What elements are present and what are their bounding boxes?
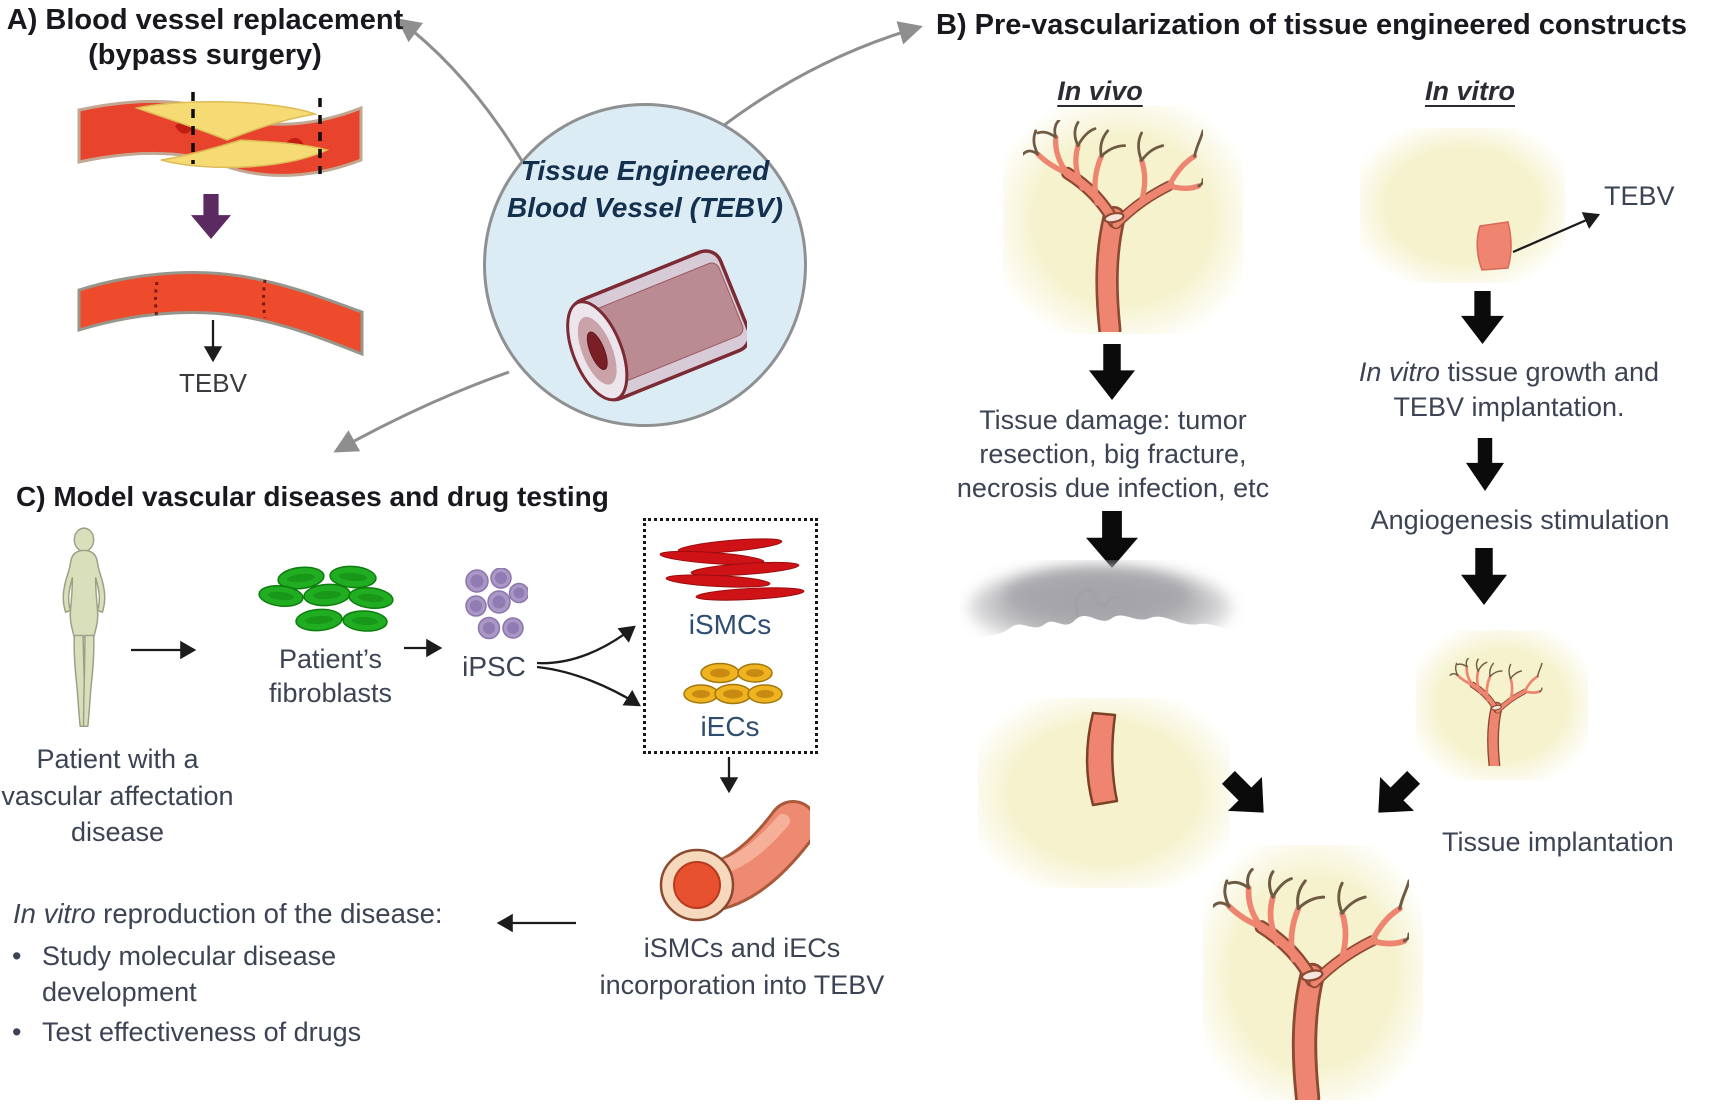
implanted-vessel-tree-illustration (1213, 858, 1409, 1100)
arrow-ipsc-to-ismcs (536, 625, 636, 665)
tissue-damage-text: Tissue damage: tumor resection, big frac… (950, 403, 1276, 505)
tebv-block-illustration (1476, 221, 1512, 271)
invitro-glow-background (1360, 128, 1565, 283)
invitro-growth-italic: In vitro (1358, 357, 1440, 387)
fibroblast-cells-illustration (258, 565, 394, 632)
patient-figure-illustration (62, 527, 106, 728)
iecs-label: iECs (700, 711, 760, 742)
tissue-damage-line2: resection, big fracture, (979, 439, 1247, 469)
reproduction-heading: In vitro reproduction of the disease: (13, 897, 443, 931)
section-a-title-line1: A) Blood vessel replacement (6, 4, 404, 36)
patient-label: Patient with a vascular affectation dise… (0, 741, 235, 851)
reproduction-heading-rest: reproduction of the disease: (95, 898, 443, 929)
tebv-center-circle (483, 103, 807, 427)
cell-types-dotted-box (643, 518, 818, 754)
incorporation-label-line2: incorporation into TEBV (599, 970, 885, 1000)
section-a-title: A) Blood vessel replacement (bypass surg… (5, 3, 405, 73)
section-c-title: C) Model vascular diseases and drug test… (16, 481, 609, 512)
ismc-cells-illustration (659, 538, 805, 601)
section-a-title-line2: (bypass surgery) (88, 39, 322, 71)
arrow-ipsc-to-iecs (536, 665, 641, 707)
section-a-tebv-label: TEBV (179, 368, 247, 398)
invivo-header: In vivo (1057, 76, 1143, 106)
ipsc-label: iPSC (462, 651, 526, 682)
patient-label-line1: Patient with a (36, 744, 199, 774)
angiogenesis-tree-illustration (1437, 658, 1555, 766)
reproduction-bullet-list: Study molecular disease development Test… (2, 938, 372, 1054)
connector-to-section-c (333, 370, 510, 453)
damaged-tissue-cloud-illustration (960, 564, 1245, 680)
tebv-cylinder-illustration (566, 249, 747, 402)
tebv-center-title-line2: Blood Vessel (TEBV) (507, 192, 783, 223)
connector-to-section-a (396, 18, 524, 162)
arrow-block-to-tebv-label (1512, 212, 1601, 254)
ipsc-cells-illustration (465, 568, 528, 640)
fibroblasts-label-line2: fibroblasts (268, 678, 393, 708)
iec-cells-illustration (683, 662, 783, 705)
angiogenesis-label: Angiogenesis stimulation (1370, 505, 1670, 535)
connector-to-section-b (718, 21, 923, 131)
tebv-tube-illustration (659, 800, 810, 922)
section-b-tebv-label: TEBV (1604, 181, 1675, 211)
section-b-title: B) Pre-vascularization of tissue enginee… (936, 9, 1687, 41)
blocked-vessel-illustration (77, 92, 363, 177)
invitro-header: In vitro (1424, 76, 1515, 106)
repaired-vessel-illustration (77, 270, 364, 357)
bullet-study-disease: Study molecular disease development (2, 938, 372, 1010)
fibroblasts-label-line1: Patient’s (278, 644, 383, 674)
incorporation-label-line1: iSMCs and iECs (643, 933, 841, 963)
reproduction-heading-italic: In vitro (13, 898, 96, 929)
invitro-growth-rest: tissue growth and (1439, 357, 1660, 387)
bullet-test-drugs: Test effectiveness of drugs (2, 1014, 372, 1050)
tebv-center-title-line1: Tissue Engineered (520, 155, 770, 186)
tissue-implantation-label: Tissue implantation (1442, 827, 1674, 857)
fibroblasts-label: Patient’s fibroblasts (243, 642, 418, 710)
patient-label-line2: vascular affectation (1, 780, 234, 811)
invitro-growth-text: In vitro tissue growth and TEBV implanta… (1348, 355, 1670, 425)
tissue-damage-line1: Tissue damage: tumor (979, 405, 1247, 435)
invivo-vessel-tree-illustration (1023, 120, 1203, 332)
invitro-growth-line2: TEBV implantation. (1393, 392, 1625, 422)
patient-label-line3: disease (70, 817, 165, 847)
invitro-growth-line1: In vitro tissue growth and (1348, 355, 1670, 390)
vessel-stump-illustration (1085, 711, 1119, 807)
tissue-damage-line3: necrosis due infection, etc (956, 473, 1270, 503)
ismcs-label: iSMCs (688, 609, 772, 640)
tebv-center-title: Tissue Engineered Blood Vessel (TEBV) (483, 152, 807, 226)
incorporation-label: iSMCs and iECs incorporation into TEBV (563, 930, 921, 1004)
